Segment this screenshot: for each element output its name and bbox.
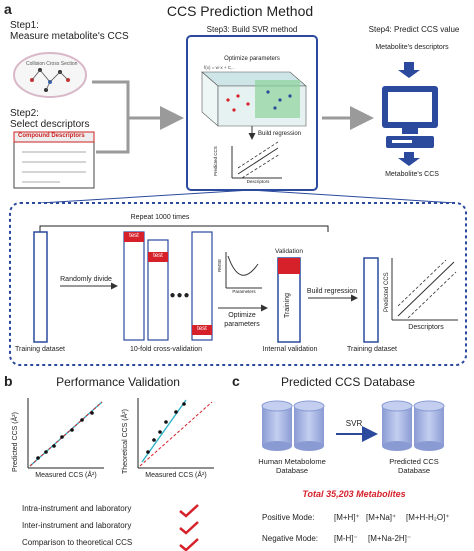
check-item-2: Inter-instrument and laboratory — [22, 521, 132, 530]
pred-ccs-axis-label: Predicted CCS — [384, 272, 390, 312]
repeat-label: Repeat 1000 times — [130, 214, 190, 221]
step3-formula: f(x) = w·x + C... — [204, 65, 235, 70]
optimize-label: Optimize — [228, 312, 256, 319]
database-cylinders-right — [381, 400, 445, 451]
check-item-3: Comparison to theoretical CCS — [22, 538, 133, 547]
right-db-line1: Predicted CCS — [389, 457, 439, 466]
step1-circle-illustration — [13, 52, 87, 98]
plot2-xlabel: Measured CCS (Å²) — [145, 472, 207, 479]
check-icons — [179, 504, 199, 551]
plot2-points — [146, 402, 186, 454]
descriptors-axis-label: Descriptors — [408, 324, 444, 331]
check-item-1: Intra-instrument and laboratory — [22, 504, 132, 513]
left-db-line2: Database — [275, 466, 309, 475]
database-cylinders-left — [261, 400, 325, 451]
tenfold-label: 10-fold cross-validation — [130, 346, 202, 353]
total-metabolites: Total 35,203 Metabolites — [302, 489, 406, 499]
step3-axis-y: Predicted CCS — [213, 146, 218, 176]
step3-optimize: Optimize parameters — [224, 56, 280, 62]
positive-mode-label: Positive Mode: — [262, 513, 315, 522]
flow-arrows-to-step3 — [92, 80, 184, 154]
left-db-line1: Human Metabolome — [258, 457, 326, 466]
parameters-label: parameters — [224, 321, 260, 328]
negative-mode-label: Negative Mode: — [262, 534, 319, 543]
mini-x-label: Parameters — [232, 289, 256, 294]
computer-icon — [382, 62, 438, 166]
svr-label: SVR — [345, 419, 363, 428]
plot1-ylabel: Predicted CCS (Å²) — [12, 412, 19, 472]
step1-line2: Measure metabolite's CCS — [10, 31, 129, 42]
step3-axis-x: Descriptors — [246, 179, 270, 184]
randomly-divide-label: Randomly divide — [60, 276, 112, 283]
plot1 — [27, 398, 104, 469]
test-label-1: test — [129, 233, 139, 239]
plot1-points — [36, 411, 94, 460]
positive-adduct-1: [M+H]⁺ — [334, 513, 360, 522]
ellipsis-dots: ●●● — [169, 290, 191, 301]
test-label-2: test — [153, 253, 163, 259]
training-label: Training — [284, 292, 291, 318]
zoom-line-right — [250, 189, 456, 204]
training-dataset2-label: Training dataset — [347, 346, 397, 353]
build-regression-label: Build regression — [306, 288, 358, 295]
step1-line1: Step1: — [10, 20, 39, 31]
panel-a-title: CCS Prediction Method — [166, 3, 314, 19]
step1-icon-label: Collision Cross Section — [26, 61, 78, 67]
positive-adduct-2: [M+Na]⁺ — [366, 513, 397, 522]
plot2 — [137, 398, 214, 469]
panel-b-title: Performance Validation — [56, 375, 180, 389]
step3-title: Step3: Build SVR method — [206, 25, 298, 34]
positive-adduct-3: [M+H-H₂O]⁺ — [406, 513, 450, 522]
panel-c-title: Predicted CCS Database — [280, 375, 416, 389]
plot2-ylabel: Theoretical CCS (Å²) — [122, 409, 129, 474]
step4-top-label: Metabolite's descriptors — [375, 44, 449, 51]
mini-y-label: RMSE — [217, 258, 222, 272]
training-dataset-label: Training dataset — [15, 346, 65, 353]
validation-label: Validation — [274, 248, 304, 255]
doc-header: Compound Descriptors — [18, 133, 85, 139]
workflow-box — [9, 202, 467, 366]
step4-bottom-label: Metabolite's CCS — [385, 171, 439, 178]
internal-validation-label: Internal validation — [262, 346, 318, 353]
step2-document-illustration — [13, 131, 95, 189]
zoom-line-left — [39, 189, 252, 204]
workflow-graphics — [33, 225, 458, 343]
step4-title: Step4: Predict CCS value — [368, 25, 460, 34]
plot1-xlabel: Measured CCS (Å²) — [35, 472, 97, 479]
panel-c-letter: c — [232, 373, 240, 389]
panel-a-letter: a — [4, 1, 12, 17]
step2-line1: Step2: — [10, 108, 39, 119]
right-db-line2: Database — [397, 466, 431, 475]
negative-adduct-2: [M+Na-2H]⁻ — [368, 534, 412, 543]
step3-regression-plot — [231, 141, 282, 179]
test-label-3: test — [197, 326, 207, 332]
svr-3d-illustration — [201, 71, 307, 127]
panel-b-letter: b — [4, 373, 13, 389]
step2-line2: Select descriptors — [10, 119, 90, 130]
negative-adduct-1: [M-H]⁻ — [334, 534, 358, 543]
step3-regression: Build regression — [258, 131, 302, 137]
